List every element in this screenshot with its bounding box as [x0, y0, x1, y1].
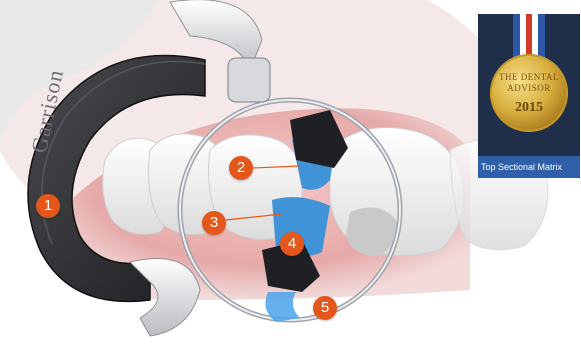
gold-medal-icon: THE DENTAL ADVISOR 2015 — [490, 54, 568, 132]
metal-knuckle-top — [228, 58, 270, 102]
marker-4: 4 — [280, 232, 304, 256]
award-line-2: ADVISOR — [490, 83, 568, 93]
award-line-1: THE DENTAL — [490, 72, 568, 82]
marker-2: 2 — [229, 156, 253, 180]
marker-3: 3 — [202, 211, 226, 235]
award-year: 2015 — [490, 100, 568, 116]
marker-5: 5 — [313, 296, 337, 320]
award-ribbon — [513, 14, 545, 58]
marker-1: 1 — [36, 194, 60, 218]
award-badge: THE DENTAL ADVISOR 2015 Top Sectional Ma… — [478, 14, 580, 178]
award-caption: Top Sectional Matrix — [478, 156, 580, 178]
